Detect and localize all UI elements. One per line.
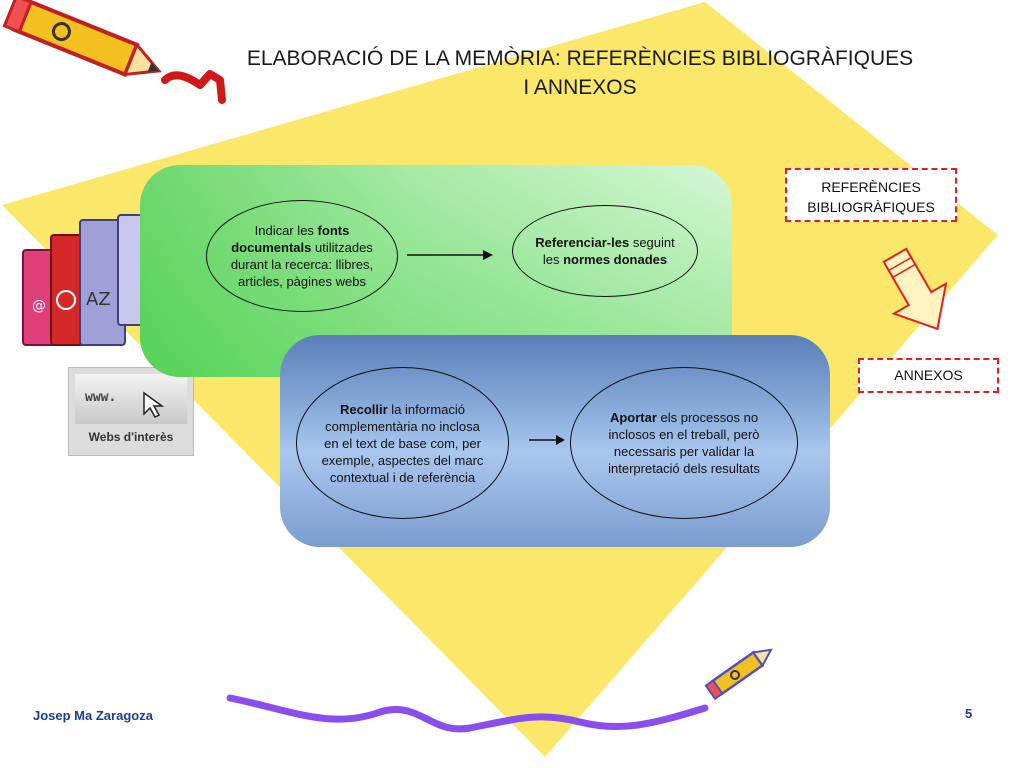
ellipse-referenciar: Referenciar-les seguint les normes donad…	[512, 205, 698, 297]
ellipse-aportar-text: Aportar els processos no inclosos en el …	[608, 410, 760, 476]
webs-interes-image: www. Webs d'interès	[68, 367, 194, 456]
ellipse-aportar: Aportar els processos no inclosos en el …	[570, 367, 798, 519]
label-annexos: ANNEXOS	[858, 358, 999, 393]
slide-title-line2: I ANNEXOS	[523, 76, 637, 99]
ellipse-recollir: Recollir la informació complementària no…	[296, 367, 509, 519]
pencil-icon-small	[704, 648, 773, 701]
arrow-right-icon	[407, 250, 493, 260]
books-spine-az: AZ	[86, 289, 111, 310]
ellipse-fonts-text: Indicar les fonts documentals utilitzade…	[230, 223, 374, 289]
webs-caption: Webs d'interès	[88, 430, 174, 444]
purple-wavy-line	[226, 694, 709, 733]
books-spine-at: @	[32, 298, 46, 314]
page-number: 5	[965, 706, 973, 721]
webs-url-text: www.	[85, 390, 117, 405]
ellipse-referenciar-text: Referenciar-les seguint les normes donad…	[535, 235, 675, 267]
ellipse-fonts-documentals: Indicar les fonts documentals utilitzade…	[206, 200, 398, 312]
ellipse-recollir-text: Recollir la informació complementària no…	[321, 401, 484, 485]
pencil-icon-large	[2, 0, 162, 78]
arrow-right-icon-small	[529, 435, 565, 445]
slide-title-line1: ELABORACIÓ DE LA MEMÒRIA: REFERÈNCIES BI…	[246, 47, 914, 70]
red-check-mark	[161, 70, 226, 104]
slide-title: ELABORACIÓ DE LA MEMÒRIA: REFERÈNCIES BI…	[240, 44, 920, 102]
label-referencies: REFERÈNCIES BIBLIOGRÀFIQUES	[785, 168, 957, 222]
down-arrow-icon	[882, 247, 948, 331]
mouse-cursor-icon	[143, 391, 165, 418]
footer-author: Josep Ma Zaragoza	[33, 708, 153, 723]
